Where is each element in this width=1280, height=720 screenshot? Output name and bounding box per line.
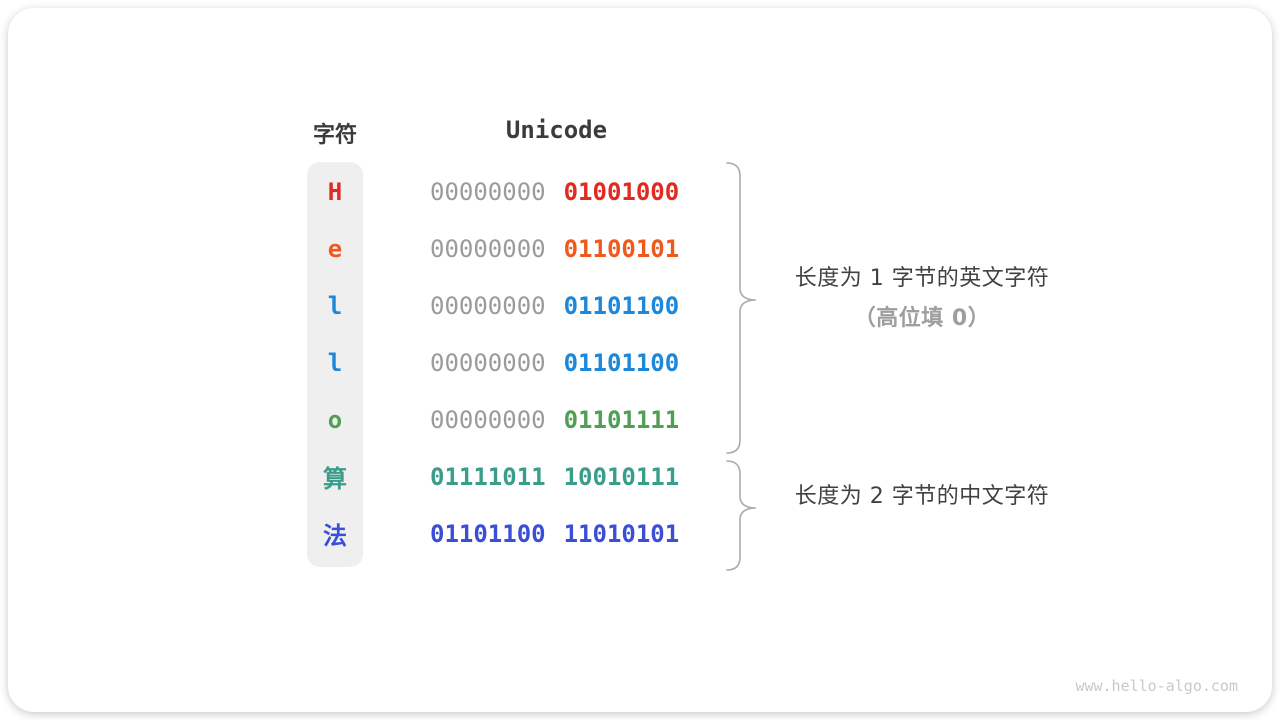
char-cell: e	[327, 234, 343, 263]
char-cell: 法	[323, 522, 347, 550]
high-byte: 01101100	[430, 519, 546, 548]
table-row: H 00000000 01001000	[307, 163, 747, 220]
encoding-table: H 00000000 01001000 e 00000000 01100101 l …	[307, 163, 747, 562]
unicode-bits: 00000000 01101100	[430, 349, 679, 377]
table-row: e 00000000 01100101	[307, 220, 747, 277]
char-cell: o	[327, 405, 343, 434]
low-byte: 01101100	[563, 291, 680, 320]
unicode-bits: 00000000 01101111	[430, 406, 679, 434]
table-row: l 00000000 01101100	[307, 277, 747, 334]
high-byte: 00000000	[430, 177, 546, 206]
figure-card	[8, 8, 1272, 712]
high-byte: 00000000	[430, 291, 546, 320]
column-header-char: 字符	[312, 123, 357, 148]
annotation-chinese-chars: 长度为 2 字节的中文字符	[761, 477, 1083, 517]
char-cell: 算	[323, 465, 347, 493]
high-byte: 00000000	[430, 348, 546, 377]
low-byte: 01101111	[563, 405, 680, 434]
low-byte: 01100101	[563, 234, 680, 263]
table-row: 算 01111011 10010111	[307, 448, 747, 505]
unicode-bits: 00000000 01100101	[430, 235, 679, 263]
unicode-bits: 01111011 10010111	[430, 463, 679, 491]
char-cell: l	[327, 348, 343, 377]
low-byte: 11010101	[563, 519, 680, 548]
site-watermark: www.hello-algo.com	[1075, 677, 1238, 695]
table-row: 法 01101100 11010101	[307, 505, 747, 562]
table-row: o 00000000 01101111	[307, 391, 747, 448]
char-cell: l	[327, 291, 343, 320]
high-byte: 00000000	[430, 405, 546, 434]
low-byte: 01101100	[563, 348, 680, 377]
annotation-subline: （高位填 0）	[853, 306, 991, 331]
annotation-line: 长度为 1 字节的英文字符	[794, 266, 1050, 291]
unicode-bits: 00000000 01001000	[430, 178, 679, 206]
annotation-english-chars: 长度为 1 字节的英文字符 （高位填 0）	[761, 259, 1083, 339]
low-byte: 01001000	[563, 177, 680, 206]
table-row: l 00000000 01101100	[307, 334, 747, 391]
group-brace-icon	[726, 162, 757, 571]
annotation-line: 长度为 2 字节的中文字符	[794, 484, 1050, 509]
char-column-panel	[307, 162, 363, 567]
low-byte: 10010111	[563, 462, 680, 491]
column-header-unicode: Unicode	[505, 116, 608, 144]
brace-2-byte-group	[726, 460, 757, 571]
high-byte: 01111011	[430, 462, 546, 491]
unicode-bits: 01101100 11010101	[430, 520, 679, 548]
char-cell: H	[327, 177, 343, 206]
brace-1-byte-group	[726, 162, 757, 454]
high-byte: 00000000	[430, 234, 546, 263]
unicode-bits: 00000000 01101100	[430, 292, 679, 320]
